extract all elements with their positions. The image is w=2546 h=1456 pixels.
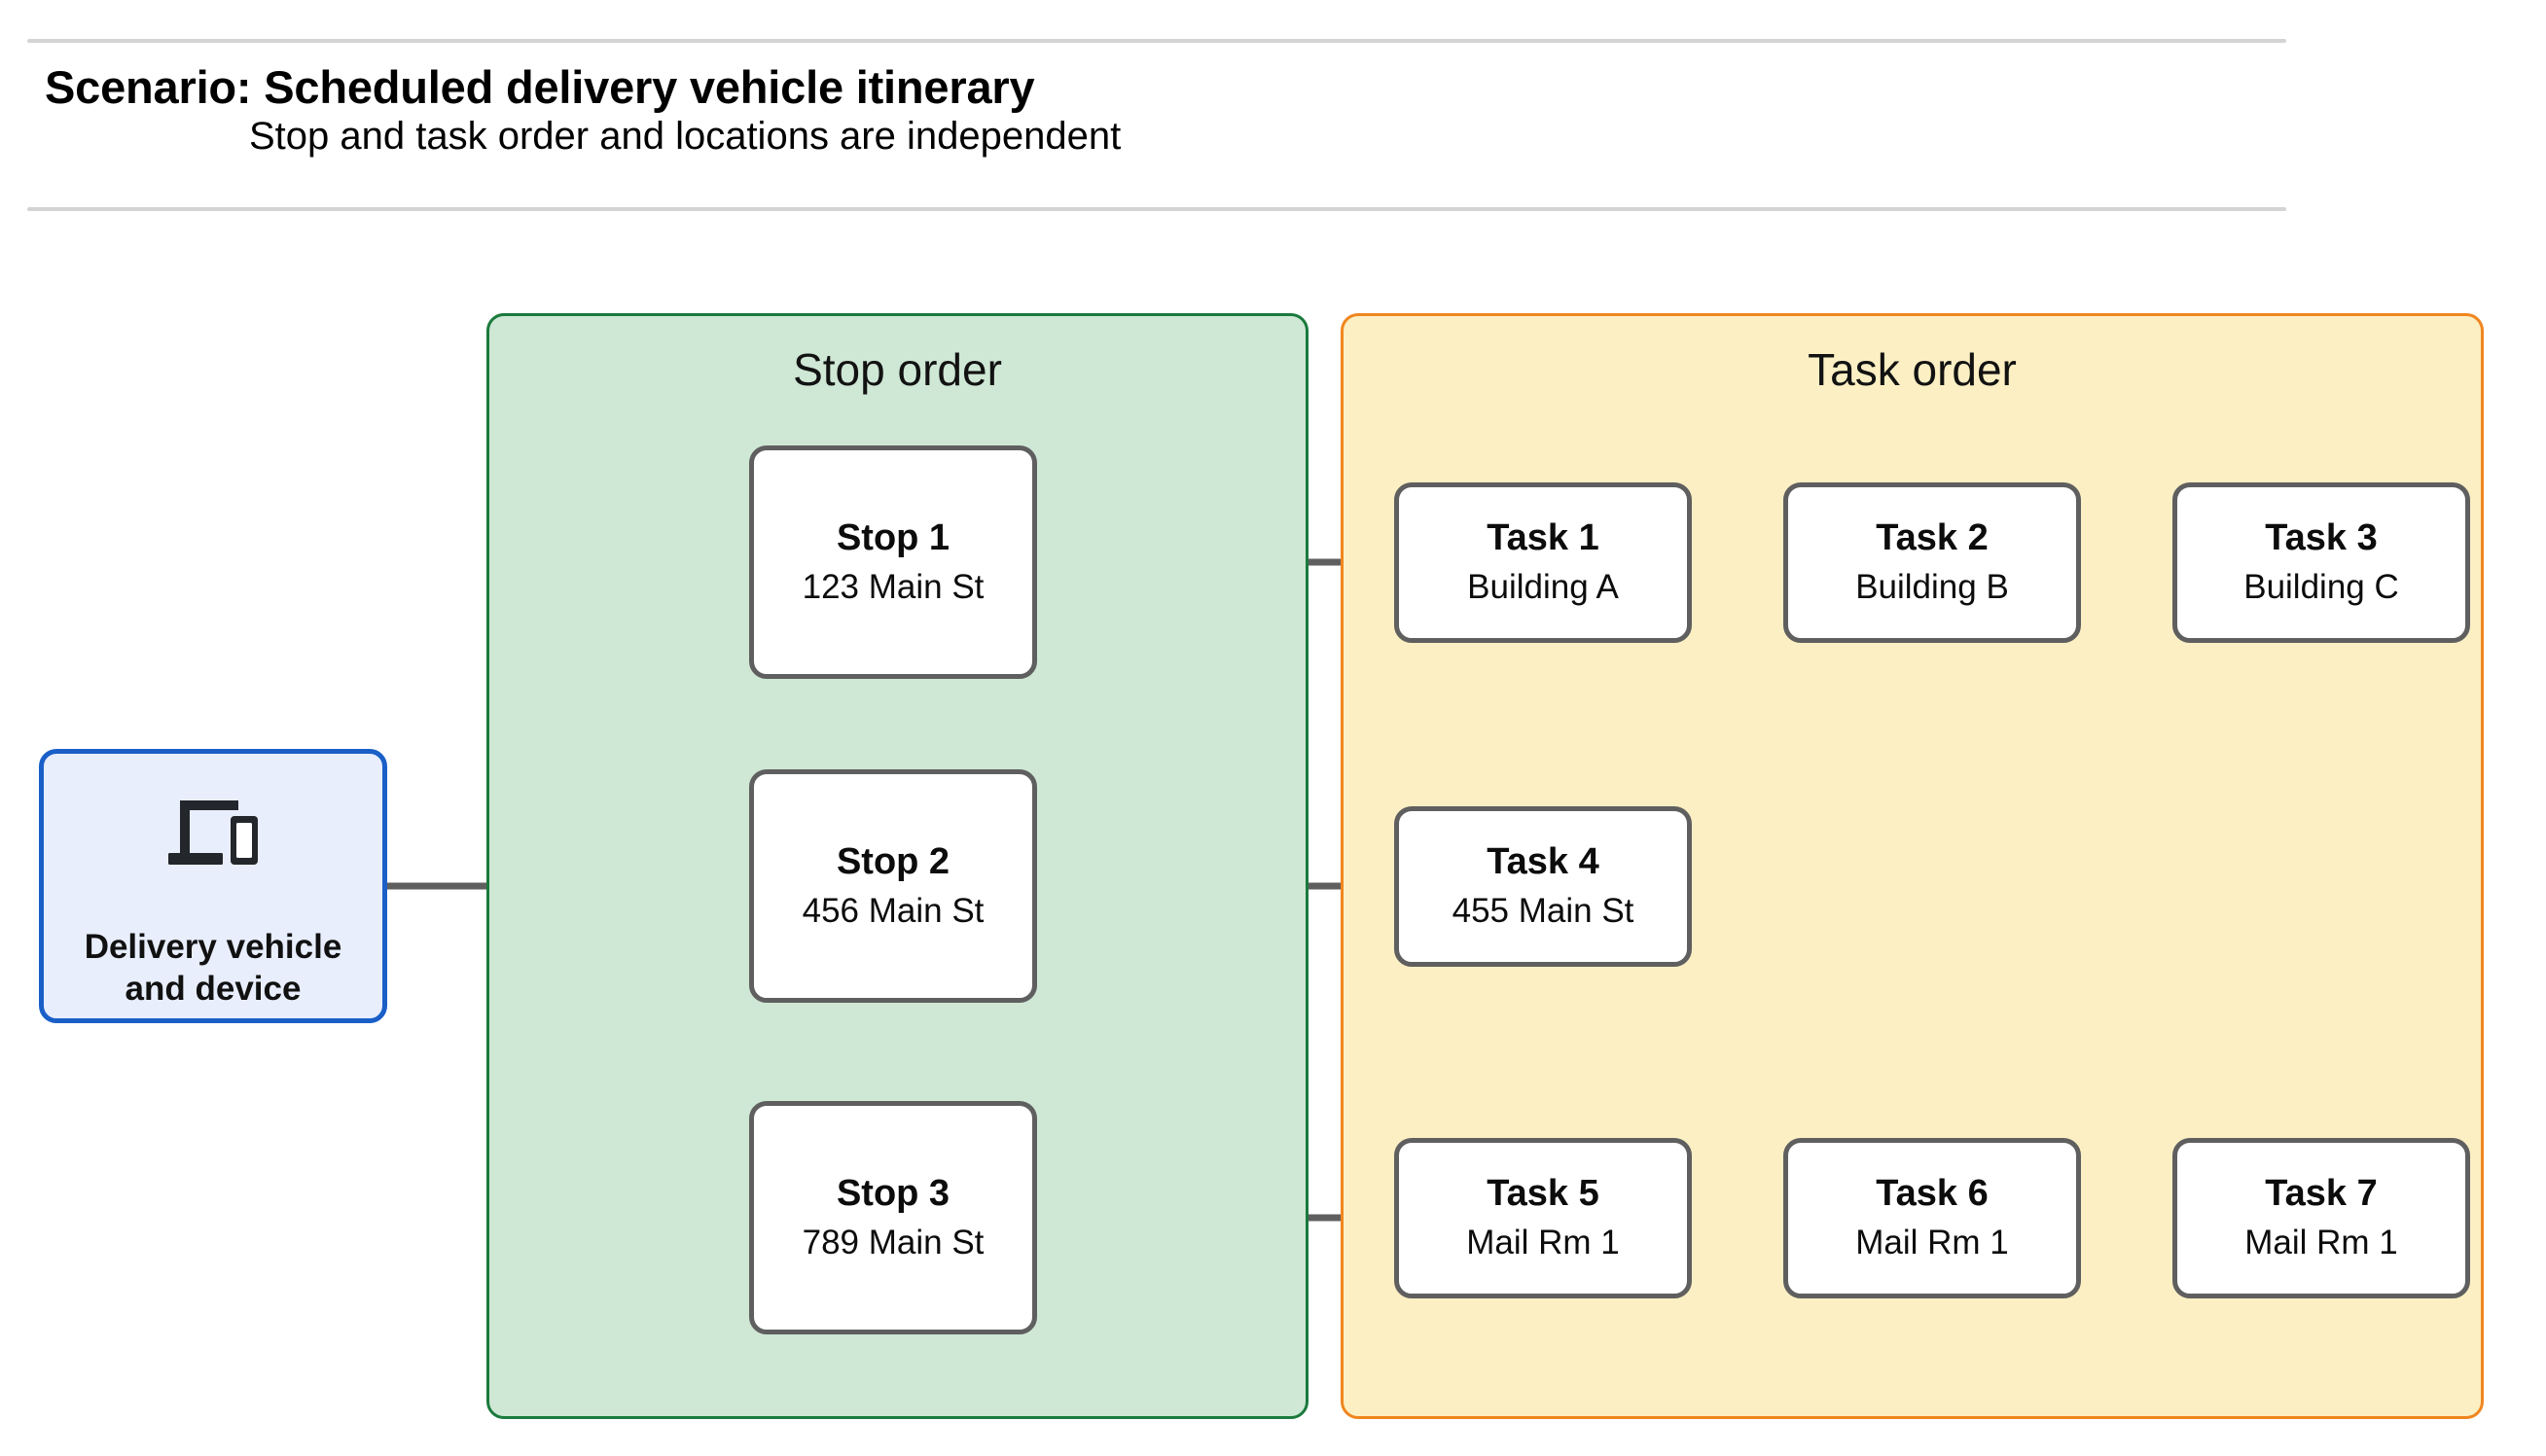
stop-node-1-address: 123 Main St [802, 567, 985, 606]
task-node-2-title: Task 2 [1876, 517, 1989, 559]
task-node-7-title: Task 7 [2265, 1173, 2378, 1215]
task-node-2-location: Building B [1855, 568, 2009, 607]
stop-node-1-title: Stop 1 [836, 516, 950, 558]
delivery-vehicle-and-device-node[interactable]: Delivery vehicle and device [39, 749, 387, 1023]
task-node-5[interactable]: Task 5 Mail Rm 1 [1394, 1138, 1692, 1298]
task-node-3-location: Building C [2243, 568, 2399, 607]
device-label-line-2: and device [125, 969, 302, 1008]
stop-node-2-address: 456 Main St [802, 891, 985, 930]
task-node-4[interactable]: Task 4 455 Main St [1394, 806, 1692, 967]
stop-node-2-title: Stop 2 [836, 840, 950, 882]
stop-node-3-title: Stop 3 [836, 1172, 950, 1214]
task-node-4-location: 455 Main St [1452, 892, 1634, 931]
task-node-3[interactable]: Task 3 Building C [2172, 482, 2470, 643]
task-node-7[interactable]: Task 7 Mail Rm 1 [2172, 1138, 2470, 1298]
page-subtitle: Stop and task order and locations are in… [249, 115, 1122, 158]
stop-node-3[interactable]: Stop 3 789 Main St [749, 1101, 1037, 1334]
task-node-7-location: Mail Rm 1 [2244, 1224, 2398, 1262]
task-node-6-title: Task 6 [1876, 1173, 1989, 1215]
header-divider-bottom [27, 207, 2286, 211]
devices-icon [168, 800, 258, 865]
task-node-1-location: Building A [1467, 568, 1619, 607]
task-node-1-title: Task 1 [1487, 517, 1599, 559]
header-divider-top [27, 39, 2286, 43]
task-node-6-location: Mail Rm 1 [1855, 1224, 2009, 1262]
task-node-5-title: Task 5 [1487, 1173, 1599, 1215]
task-node-4-title: Task 4 [1487, 841, 1599, 883]
stop-node-1[interactable]: Stop 1 123 Main St [749, 445, 1037, 679]
task-node-5-location: Mail Rm 1 [1466, 1224, 1620, 1262]
device-node-label: Delivery vehicle and device [85, 927, 342, 1010]
task-node-1[interactable]: Task 1 Building A [1394, 482, 1692, 643]
page-title: Scenario: Scheduled delivery vehicle iti… [45, 61, 1035, 113]
stop-node-2[interactable]: Stop 2 456 Main St [749, 769, 1037, 1003]
stop-node-3-address: 789 Main St [802, 1223, 985, 1261]
stop-order-title: Stop order [793, 344, 1002, 395]
task-node-6[interactable]: Task 6 Mail Rm 1 [1783, 1138, 2081, 1298]
task-node-3-title: Task 3 [2265, 517, 2378, 559]
task-node-2[interactable]: Task 2 Building B [1783, 482, 2081, 643]
task-order-title: Task order [1808, 344, 2017, 395]
device-label-line-1: Delivery vehicle [84, 928, 342, 966]
